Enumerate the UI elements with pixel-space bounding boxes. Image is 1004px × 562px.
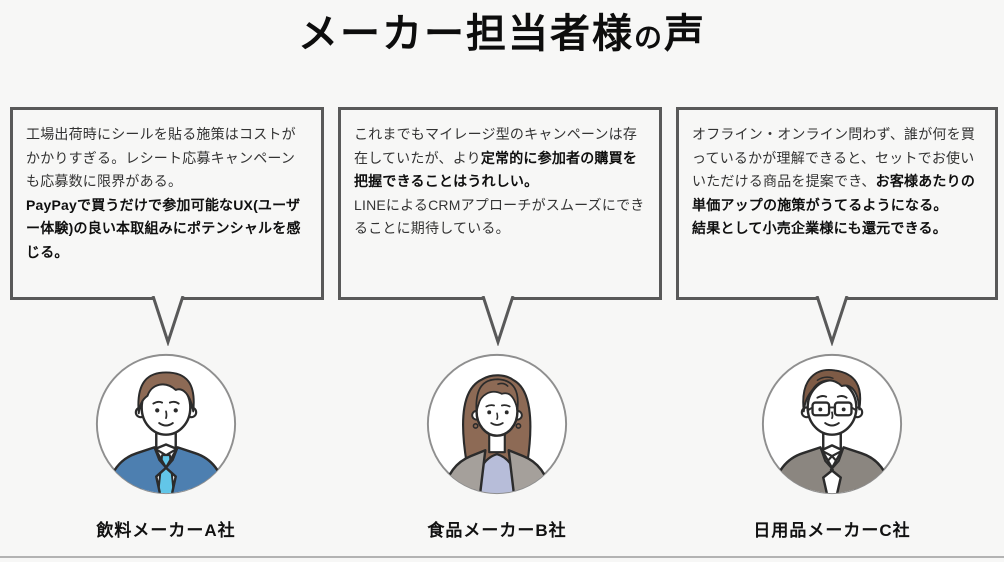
testimonial-text: 工場出荷時にシールを貼る施策はコストがかかりすぎる。レシート応募キャンペーンも応… (26, 123, 309, 264)
testimonial-text: これまでもマイレージ型のキャンペーンは存在していたが、より定常的に参加者の購買を… (354, 123, 647, 241)
page-title: メーカー担当者様の声 (0, 10, 1004, 58)
testimonial-segment-bold: 定常的に参加者の購買を把握できることはうれしい。 (354, 149, 638, 190)
speech-bubble-tail-icon (481, 296, 515, 346)
testimonial-segment: これまでもマイレージ型のキャンペーンは存在していたが、より (354, 126, 638, 166)
businessman-blue-suit-avatar-icon (95, 353, 237, 495)
company-label-drink-maker: 飲料メーカーA社 (96, 521, 236, 540)
speech-bubble-food-maker: これまでもマイレージ型のキャンペーンは存在していたが、より定常的に参加者の購買を… (338, 107, 662, 300)
bottom-divider-line (0, 556, 1004, 558)
speech-bubble-tail-icon (815, 296, 849, 346)
speech-bubble-drink-maker: 工場出荷時にシールを貼る施策はコストがかかりすぎる。レシート応募キャンペーンも応… (10, 107, 324, 300)
testimonial-segment: LINEによるCRMアプローチがスムーズにできることに期待している。 (354, 196, 645, 237)
businessman-glasses-gray-suit-avatar-icon (761, 353, 903, 495)
testimonial-segment: オフライン・オンライン問わず、誰が何を買っているかが理解できると、セットでお使い… (692, 126, 976, 190)
speech-bubble-tail-icon (151, 296, 185, 346)
testimonial-text: オフライン・オンライン問わず、誰が何を買っているかが理解できると、セットでお使い… (692, 123, 983, 241)
page-title-particle: の (633, 22, 664, 53)
speech-bubble-daily-goods-maker: オフライン・オンライン問わず、誰が何を買っているかが理解できると、セットでお使い… (676, 107, 998, 300)
page-title-last: 声 (664, 12, 706, 56)
company-label-daily-goods-maker: 日用品メーカーC社 (753, 521, 911, 540)
businesswoman-cardigan-avatar-icon (426, 353, 568, 495)
testimonial-segment-bold: PayPayで買うだけで参加可能なUX(ユーザー体験)の良い本取組みにポテンシャ… (26, 196, 301, 260)
testimonial-segment: 工場出荷時にシールを貼る施策はコストがかかりすぎる。レシート応募キャンペーンも応… (26, 126, 296, 190)
company-label-food-maker: 食品メーカーB社 (427, 521, 567, 540)
testimonial-segment-bold: 結果として小売企業様にも還元できる。 (692, 220, 947, 237)
page-title-main: メーカー担当者様 (297, 12, 634, 56)
testimonial-segment-bold: お客様あたりの単価アップの施策がうてるようになる。 (692, 173, 976, 213)
